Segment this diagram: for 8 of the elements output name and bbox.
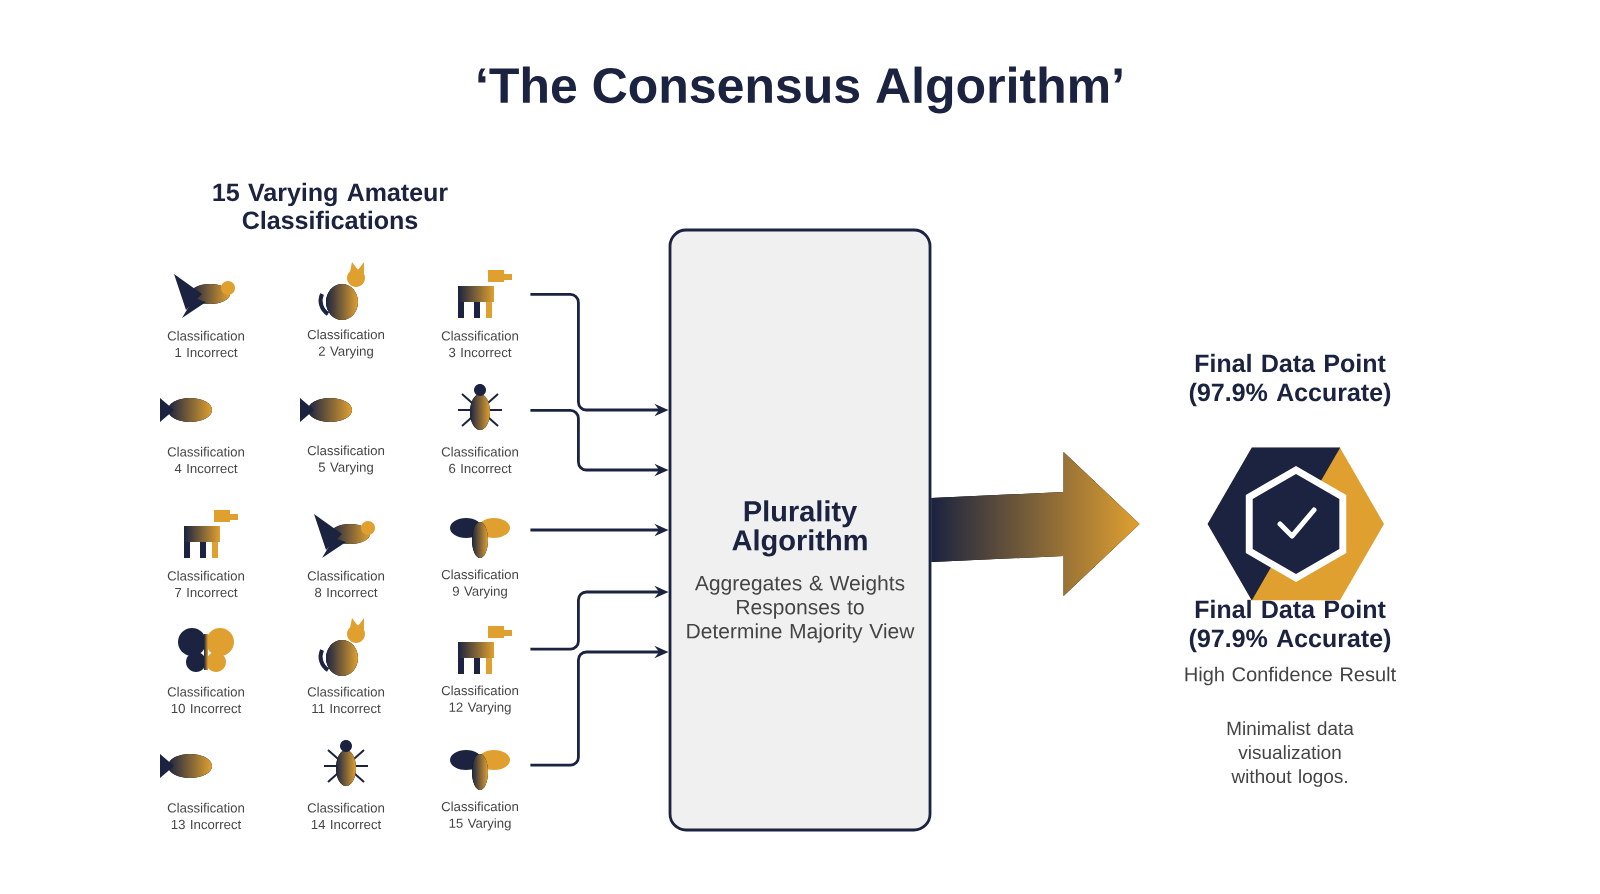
result-subtitle: High Confidence Result <box>1185 666 1396 686</box>
block-arrow <box>931 452 1140 596</box>
result-heading: Final Data Point (97.9% Accurate) <box>1189 599 1391 653</box>
process-box: Plurality Algorithm Aggregates & Weights Responses to Determine Majority View <box>668 228 932 832</box>
title: ‘The Consensus Algorithm’ <box>478 66 1122 114</box>
note-text: Minimalist data visualization without logos. <box>1227 721 1354 787</box>
group-heading: 15 Varying Amateur Classifications <box>213 182 448 230</box>
result-heading: Final Data Point (97.9% Accurate) <box>1189 353 1391 407</box>
